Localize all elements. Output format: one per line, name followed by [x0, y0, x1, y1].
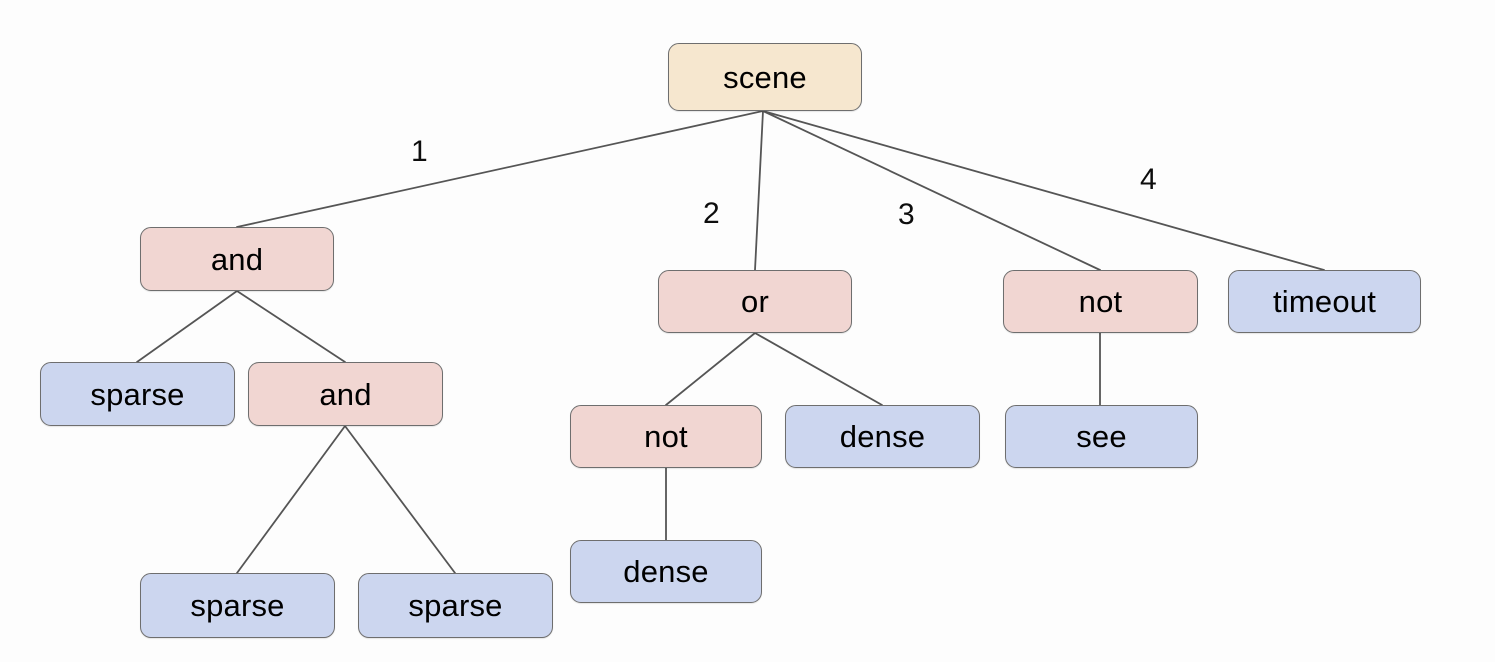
edge-label-3: 3 — [898, 198, 915, 231]
tree-node-scene[interactable]: scene — [668, 43, 862, 111]
tree-node-see1[interactable]: see — [1005, 405, 1198, 468]
edge-and2-to-sparse2 — [236, 425, 346, 574]
edge-and1-to-sparse1 — [136, 290, 238, 363]
tree-node-sparse3[interactable]: sparse — [358, 573, 553, 638]
tree-node-label: timeout — [1272, 284, 1377, 319]
tree-node-timeout1[interactable]: timeout — [1228, 270, 1421, 333]
tree-node-label: or — [741, 284, 769, 319]
tree-node-or1[interactable]: or — [658, 270, 852, 333]
edge-label-4: 4 — [1140, 163, 1157, 196]
edge-scene-to-and1 — [236, 110, 764, 228]
tree-node-sparse1[interactable]: sparse — [40, 362, 235, 426]
edge-scene-to-or1 — [754, 110, 764, 271]
edge-and1-to-and2 — [236, 290, 346, 363]
tree-node-and2[interactable]: and — [248, 362, 443, 426]
edge-or1-to-dense1 — [754, 332, 883, 406]
edge-scene-to-not2 — [762, 110, 1101, 271]
edge-scene-to-timeout1 — [762, 110, 1325, 271]
tree-node-label: see — [1076, 419, 1127, 454]
tree-node-label: sparse — [190, 588, 285, 623]
tree-node-label: and — [319, 376, 372, 412]
tree-node-not2[interactable]: not — [1003, 270, 1198, 333]
edge-or1-to-not1 — [665, 332, 756, 406]
tree-node-label: sparse — [90, 376, 185, 412]
tree-node-and1[interactable]: and — [140, 227, 334, 291]
edge-label-2: 2 — [703, 197, 720, 230]
tree-node-sparse2[interactable]: sparse — [140, 573, 335, 638]
tree-node-label: dense — [839, 419, 926, 454]
tree-node-dense1[interactable]: dense — [785, 405, 980, 468]
tree-node-label: scene — [723, 59, 807, 95]
tree-node-label: and — [210, 241, 264, 277]
tree-node-label: not — [1078, 284, 1123, 319]
tree-node-label: dense — [623, 554, 709, 589]
tree-node-label: sparse — [408, 588, 503, 623]
tree-node-label: not — [644, 419, 688, 454]
edge-and2-to-sparse3 — [344, 425, 456, 574]
tree-node-not1[interactable]: not — [570, 405, 762, 468]
edge-label-1: 1 — [411, 135, 428, 168]
tree-node-dense2[interactable]: dense — [570, 540, 762, 603]
